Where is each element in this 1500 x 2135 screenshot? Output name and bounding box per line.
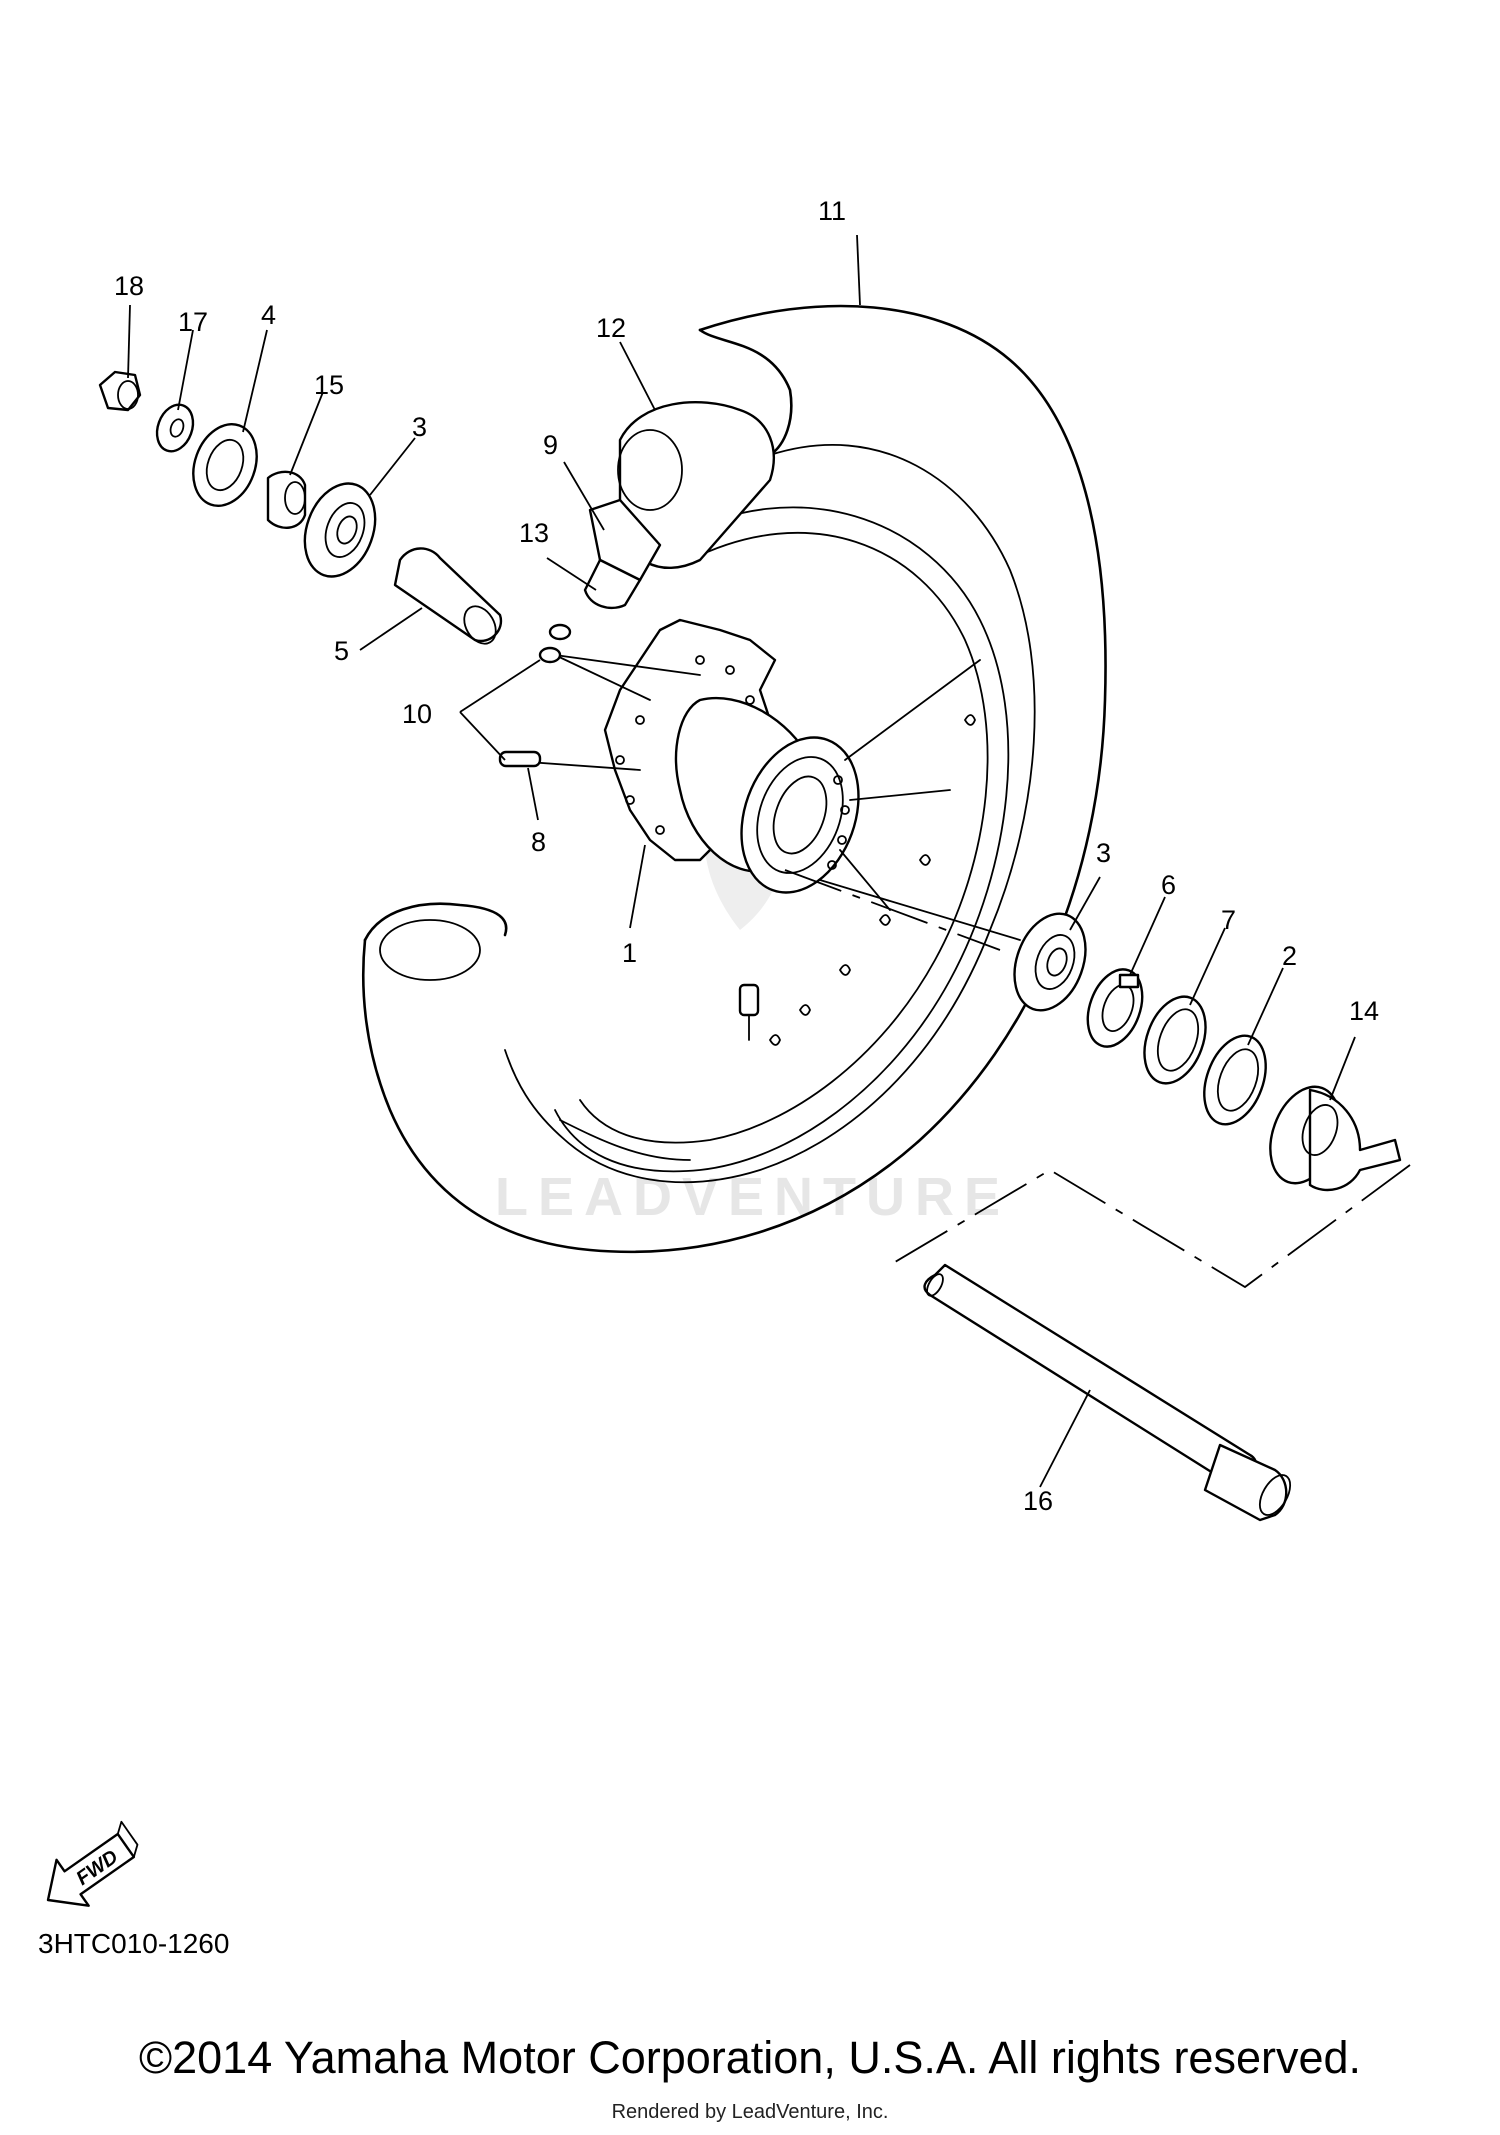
washer[interactable]	[151, 400, 199, 457]
diagram-code: 3HTC010-1260	[38, 1928, 230, 1959]
spacer[interactable]	[393, 547, 503, 649]
hub[interactable]	[603, 618, 879, 909]
callout-5: 5	[334, 636, 349, 666]
copyright-notice: ©2014 Yamaha Motor Corporation, U.S.A. A…	[138, 2032, 1362, 2083]
callout-2: 2	[1282, 941, 1297, 971]
callout-6: 6	[1161, 870, 1176, 900]
tire[interactable]	[361, 304, 1107, 1254]
callout-8: 8	[531, 827, 546, 857]
callout-12: 12	[596, 313, 626, 343]
hub-bolt-holes	[615, 655, 850, 870]
speedometer-gear-unit[interactable]	[1258, 1077, 1402, 1193]
callout-4: 4	[261, 300, 276, 330]
callout-11: 11	[818, 196, 846, 226]
rim-valve	[738, 983, 760, 1041]
render-credit: Rendered by LeadVenture, Inc.	[611, 2101, 889, 2123]
spokes[interactable]	[498, 623, 1021, 941]
valve-stem[interactable]	[583, 498, 662, 610]
oil-seal-right[interactable]	[1193, 1027, 1277, 1133]
axle[interactable]	[923, 1263, 1297, 1522]
assembly-lines	[784, 869, 1411, 1289]
clutch-retainer[interactable]	[1078, 962, 1152, 1054]
callout-17: 17	[178, 307, 208, 337]
callout-18: 18	[114, 271, 144, 301]
collar[interactable]	[266, 470, 307, 529]
watermark-text: LEADVENTURE	[495, 1167, 1010, 1227]
callout-3-left: 3	[412, 412, 427, 442]
callout-3-right: 3	[1096, 838, 1111, 868]
spoke-holes	[769, 714, 976, 1046]
fwd-arrow-icon: FWD	[46, 1820, 139, 1907]
callout-15: 15	[314, 370, 344, 400]
callout-9: 9	[543, 430, 558, 460]
callout-13: 13	[519, 518, 549, 548]
axle-nut[interactable]	[98, 370, 142, 412]
callout-7: 7	[1221, 905, 1236, 935]
bearing-right[interactable]	[1002, 904, 1098, 1021]
callout-1: 1	[622, 938, 637, 968]
callouts: 18 17 4 15 3 5 10 8 9 13 12 11 1 3 6 7 2…	[114, 196, 1379, 1516]
callout-16: 16	[1023, 1486, 1053, 1516]
oil-seal-left[interactable]	[182, 415, 267, 514]
bearing-left[interactable]	[293, 474, 388, 587]
leader-lines	[127, 234, 1356, 1488]
callout-10: 10	[402, 699, 432, 729]
callout-14: 14	[1349, 996, 1379, 1026]
clutch-retainer-ring[interactable]	[1133, 988, 1216, 1092]
rim	[554, 506, 1010, 1173]
